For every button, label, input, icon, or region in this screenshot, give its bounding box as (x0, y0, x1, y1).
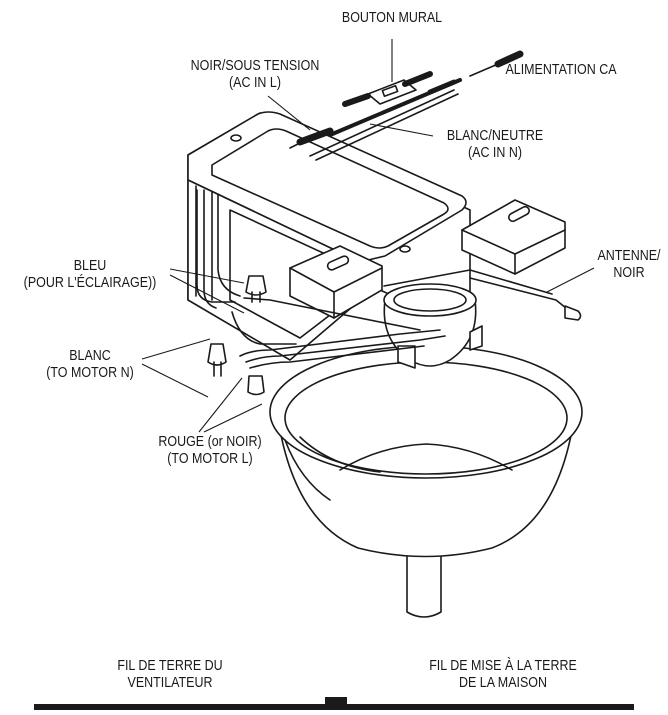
label-white-motor-line1: BLANC (69, 348, 111, 364)
label-white-neutral-line1: BLANC/NEUTRE (446, 128, 544, 144)
label-blue-line1: BLEU (73, 258, 107, 274)
label-blue-line2: (POUR L'ÉCLAIRAGE)) (23, 275, 157, 291)
label-black-hot-line1: NOIR/SOUS TENSION (190, 58, 320, 74)
label-white-motor-line2: (TO MOTOR N) (46, 365, 134, 381)
label-white-motor: BLANC (TO MOTOR N) (38, 348, 141, 382)
label-ac-supply: ALIMENTATION CA (488, 62, 634, 79)
label-fan-ground-line2: VENTILATEUR (127, 675, 213, 691)
label-house-ground: FIL DE MISE À LA TERRE DE LA MAISON (404, 658, 602, 692)
wire-connector-red (247, 375, 265, 396)
label-blue: BLEU (POUR L'ÉCLAIRAGE)) (13, 258, 168, 292)
ground-bar (34, 697, 634, 710)
label-house-ground-line1: FIL DE MISE À LA TERRE (429, 658, 577, 674)
label-ac-supply-text: ALIMENTATION CA (505, 62, 617, 78)
label-antenna-line2: NOIR (613, 265, 645, 281)
label-fan-ground-line1: FIL DE TERRE DU (117, 658, 223, 674)
label-black-hot-line2: (AC IN L) (229, 75, 281, 91)
label-white-neutral-line2: (AC IN N) (467, 145, 523, 161)
canopy (269, 345, 583, 558)
label-antenna-line1: ANTENNE/ (597, 248, 661, 264)
label-red-line2: (TO MOTOR L) (167, 451, 253, 467)
label-red-line1: ROUGE (or NOIR) (158, 434, 262, 450)
label-white-neutral: BLANC/NEUTRE (AC IN N) (431, 128, 560, 162)
label-wall-switch-text: BOUTON MURAL (341, 10, 443, 26)
label-antenna: ANTENNE/ NOIR (595, 248, 662, 282)
wire-connector-white (207, 343, 227, 377)
label-black-hot: NOIR/SOUS TENSION (AC IN L) (165, 58, 346, 92)
label-house-ground-line2: DE LA MAISON (458, 675, 548, 691)
label-red: ROUGE (or NOIR) (TO MOTOR L) (141, 434, 279, 468)
wire-connector-blue (245, 275, 267, 303)
label-fan-ground: FIL DE TERRE DU VENTILATEUR (84, 658, 256, 692)
leader-lines (141, 39, 595, 433)
label-wall-switch: BOUTON MURAL (339, 10, 446, 27)
supply-wires (289, 50, 524, 161)
antenna-tip (564, 305, 582, 321)
wall-switch (342, 71, 433, 107)
housing-wires (196, 189, 567, 369)
